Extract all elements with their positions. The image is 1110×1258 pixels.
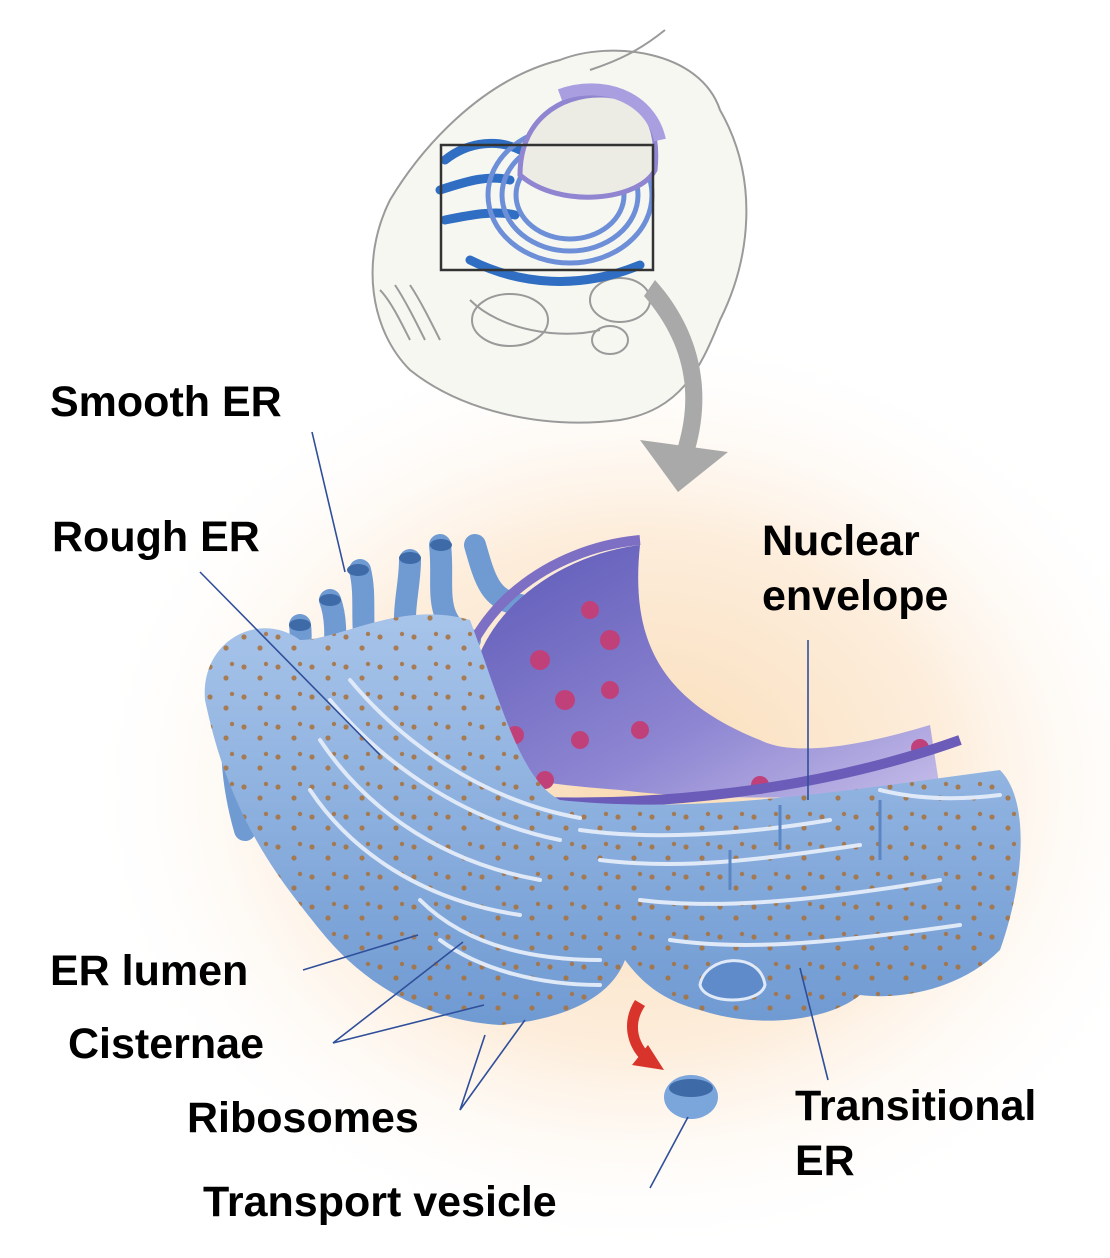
leader-lines [199,431,829,1189]
label-transitional-er-line2: ER [795,1137,855,1185]
label-ribosomes: Ribosomes [187,1094,419,1142]
transitional-er-bulge [698,959,767,1002]
zoom-arrow [640,280,728,492]
label-transport-vesicle: Transport vesicle [203,1178,557,1226]
zoom-box [439,143,655,272]
label-smooth-er: Smooth ER [50,378,282,426]
label-er-lumen: ER lumen [50,947,249,995]
label-nuclear-envelope-line1: Nuclear [762,517,920,565]
cisternae-lines [308,678,1002,987]
label-nuclear-envelope-line2: envelope [762,572,949,620]
budding-arrow [627,1000,664,1070]
transport-vesicle-shape [664,1075,718,1119]
background-glow [80,320,1110,1258]
label-transitional-er-line1: Transitional [795,1082,1037,1130]
label-cisternae: Cisternae [68,1020,264,1068]
smooth-er-openings [289,539,452,631]
label-rough-er: Rough ER [52,513,260,561]
er-dividers [728,800,882,890]
